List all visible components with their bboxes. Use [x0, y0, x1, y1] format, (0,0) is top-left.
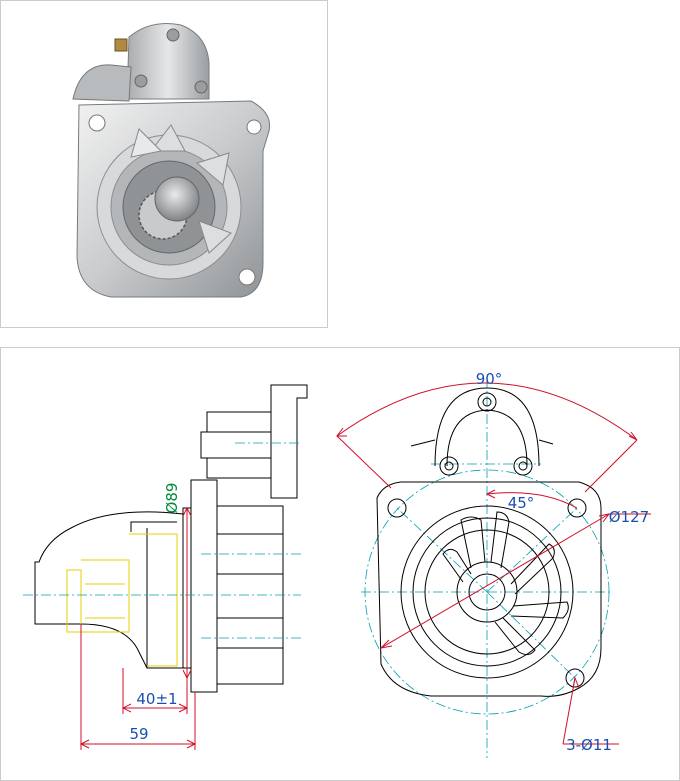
front-outline	[376, 387, 602, 697]
starter-motor-photo	[72, 23, 271, 298]
dim-length-59: 59	[129, 725, 148, 743]
hidden-lines	[66, 533, 178, 667]
dim-holes-3-11: 3-Ø11	[566, 736, 612, 754]
front-dimensions	[336, 382, 651, 745]
product-photo-frame	[0, 0, 328, 328]
side-view	[34, 384, 308, 693]
side-centerlines	[23, 442, 301, 639]
front-centerlines	[361, 378, 613, 758]
side-dimensions	[79, 506, 197, 750]
dim-angle-90: 90°	[476, 370, 503, 388]
technical-drawing-frame: Ø89 40±1 59	[0, 347, 680, 781]
dim-diameter-127: Ø127	[609, 508, 649, 526]
dim-angle-45: 45°	[508, 494, 535, 512]
dim-length-40: 40±1	[136, 690, 177, 708]
technical-drawing: Ø89 40±1 59	[23, 370, 651, 758]
dim-diameter-89: Ø89	[163, 483, 181, 514]
